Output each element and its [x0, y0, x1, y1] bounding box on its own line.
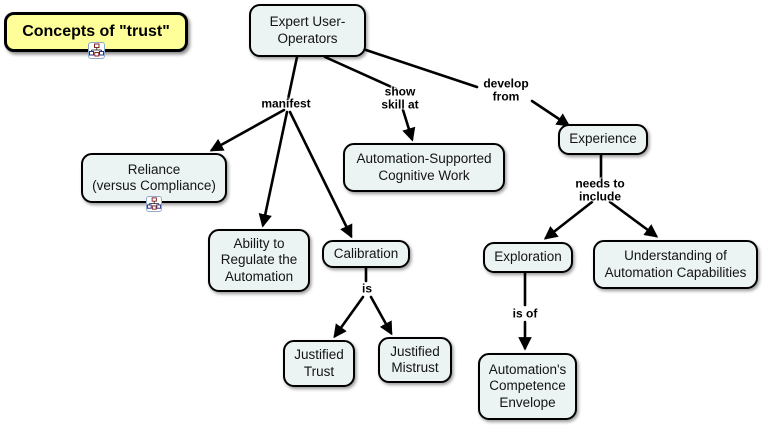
edge-needs-to-understanding [608, 200, 659, 238]
link-label-is[interactable]: is [361, 281, 373, 296]
node-calibration[interactable]: Calibration [322, 240, 410, 268]
node-label: Automation's Competence Envelope [488, 361, 567, 410]
edge-manifest-to-calibration [288, 110, 353, 239]
node-ability-to-regulate[interactable]: Ability to Regulate the Automation [208, 229, 310, 292]
node-understanding-of-automation-capabilities[interactable]: Understanding of Automation Capabilities [593, 240, 758, 289]
link-label-develop-from[interactable]: develop from [483, 76, 529, 104]
map-title-box: Concepts of "trust" [4, 12, 188, 52]
node-justified-mistrust[interactable]: Justified Mistrust [378, 337, 452, 383]
edge-is-to-justifiedtrust [333, 295, 365, 339]
edge-manifest-to-ability [258, 110, 289, 228]
edge-developfrom-to-experience [530, 99, 571, 127]
node-label: Expert User- Operators [269, 14, 346, 46]
link-label-needs-to-include[interactable]: needs to include [575, 176, 625, 204]
link-label-show-skill-at[interactable]: show skill at [381, 84, 419, 112]
node-justified-trust[interactable]: Justified Trust [283, 340, 355, 387]
node-automation-supported-cognitive-work[interactable]: Automation-Supported Cognitive Work [343, 143, 505, 192]
node-label: Understanding of Automation Capabilities [604, 248, 747, 280]
node-label: Calibration [333, 245, 399, 261]
map-title: Concepts of "trust" [22, 23, 170, 40]
node-experience[interactable]: Experience [558, 124, 648, 155]
node-label: Justified Trust [294, 347, 344, 379]
node-reliance[interactable]: Reliance (versus Compliance) [81, 153, 227, 203]
submap-icon[interactable] [146, 196, 162, 212]
node-label: Ability to Regulate the Automation [220, 235, 298, 284]
link-label-is-of[interactable]: is of [512, 306, 538, 321]
node-label: Exploration [494, 249, 562, 265]
node-label: Automation-Supported Cognitive Work [356, 151, 492, 183]
submap-icon[interactable] [88, 42, 105, 59]
node-label: Experience [569, 131, 637, 147]
link-label-manifest[interactable]: manifest [261, 96, 311, 111]
edge-expert-to-developfrom [364, 48, 479, 89]
edge-showskill-to-autowork [401, 108, 416, 142]
edge-is-to-justifiedmistrust [369, 295, 393, 336]
node-automations-competence-envelope[interactable]: Automation's Competence Envelope [478, 353, 577, 420]
edge-needs-to-exploration [543, 200, 594, 240]
node-label: Justified Mistrust [390, 343, 440, 375]
node-expert-user-operators[interactable]: Expert User- Operators [249, 4, 366, 57]
edge-manifest-to-reliance [209, 108, 286, 152]
node-label: Reliance (versus Compliance) [92, 161, 216, 193]
node-exploration[interactable]: Exploration [483, 242, 573, 273]
